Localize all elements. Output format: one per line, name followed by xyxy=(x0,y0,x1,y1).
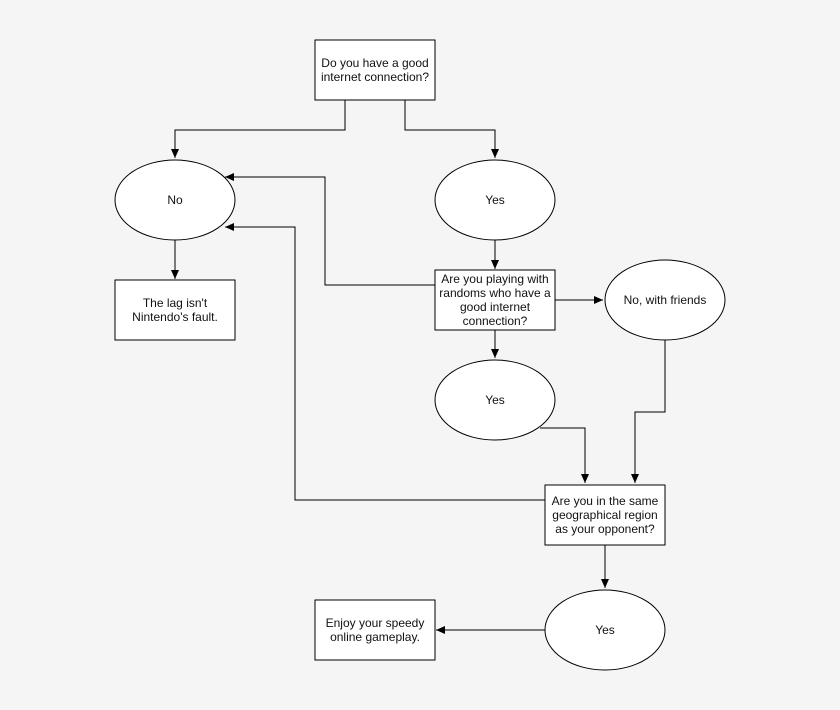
node-label-line: Yes xyxy=(485,193,505,207)
node-no: No xyxy=(114,159,236,241)
node-label-line: internet connection? xyxy=(321,70,429,84)
process-box xyxy=(434,269,556,331)
process-box xyxy=(314,39,436,101)
edge-q_randoms-to-no xyxy=(225,173,435,286)
node-label-line: as your opponent? xyxy=(555,522,655,536)
decision-ellipse xyxy=(434,359,556,441)
node-label-line: geographical region xyxy=(552,508,657,522)
edge-q_region-to-no xyxy=(225,223,545,501)
node-label-line: good internet xyxy=(460,300,531,314)
node-yes2: Yes xyxy=(434,359,556,441)
node-label-line: randoms who have a xyxy=(439,286,551,300)
edge-friends-to-q_region xyxy=(631,340,666,483)
node-label-line: The lag isn't xyxy=(143,296,208,310)
node-label-line: online gameplay. xyxy=(330,630,420,644)
process-box xyxy=(314,599,436,661)
edge-q_internet-to-no xyxy=(171,100,346,158)
node-label-line: connection? xyxy=(463,314,528,328)
node-friends: No, with friends xyxy=(604,259,726,341)
node-label-line: Nintendo's fault. xyxy=(132,310,218,324)
node-label-line: Do you have a good xyxy=(321,56,428,70)
edges-layer xyxy=(171,100,666,634)
node-label-line: No, with friends xyxy=(624,293,707,307)
node-label-line: Yes xyxy=(485,393,505,407)
node-label-line: No xyxy=(167,193,183,207)
node-yes1: Yes xyxy=(434,159,556,241)
node-label-line: Yes xyxy=(595,623,615,637)
decision-ellipse xyxy=(434,159,556,241)
edge-yes2-to-q_region xyxy=(540,427,589,483)
decision-ellipse xyxy=(114,159,236,241)
decision-ellipse xyxy=(544,589,666,671)
node-label-line: Enjoy your speedy xyxy=(326,616,425,630)
process-box xyxy=(114,279,236,341)
node-label-line: Are you in the same xyxy=(552,494,659,508)
decision-ellipse xyxy=(604,259,726,341)
node-yes3: Yes xyxy=(544,589,666,671)
node-label-line: Are you playing with xyxy=(441,272,548,286)
process-box xyxy=(544,484,666,546)
edge-q_internet-to-yes1 xyxy=(404,100,499,158)
